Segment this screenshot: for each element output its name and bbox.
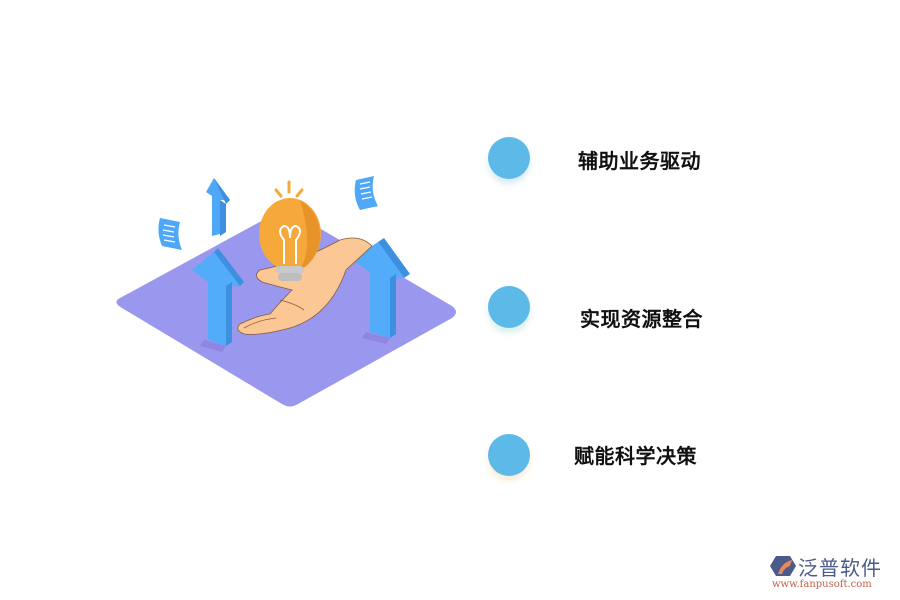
bullet-dot [488,137,530,179]
feature-label: 赋能科学决策 [574,444,697,468]
up-arrow-icon [206,178,230,236]
bullet-dot [488,286,530,328]
brand-name: 泛普软件 [798,556,882,580]
document-icon [158,218,182,250]
lightbulb-icon [259,180,321,281]
logo-icon [770,556,796,576]
up-arrow-icon [192,248,244,352]
up-arrow-icon [352,238,410,344]
feature-item: 赋能科学决策 [488,434,748,476]
document-icon [354,176,378,210]
hand-icon [237,237,373,335]
brand-url: www.fanpusoft.com [772,579,872,590]
feature-item: 实现资源整合 [488,286,748,331]
bullet-dot [488,434,530,476]
feature-item: 辅助业务驱动 [488,137,748,179]
brand-logo[interactable]: 泛普软件 www.fanpusoft.com [768,552,896,596]
feature-label: 实现资源整合 [580,307,703,331]
feature-label: 辅助业务驱动 [578,149,701,173]
